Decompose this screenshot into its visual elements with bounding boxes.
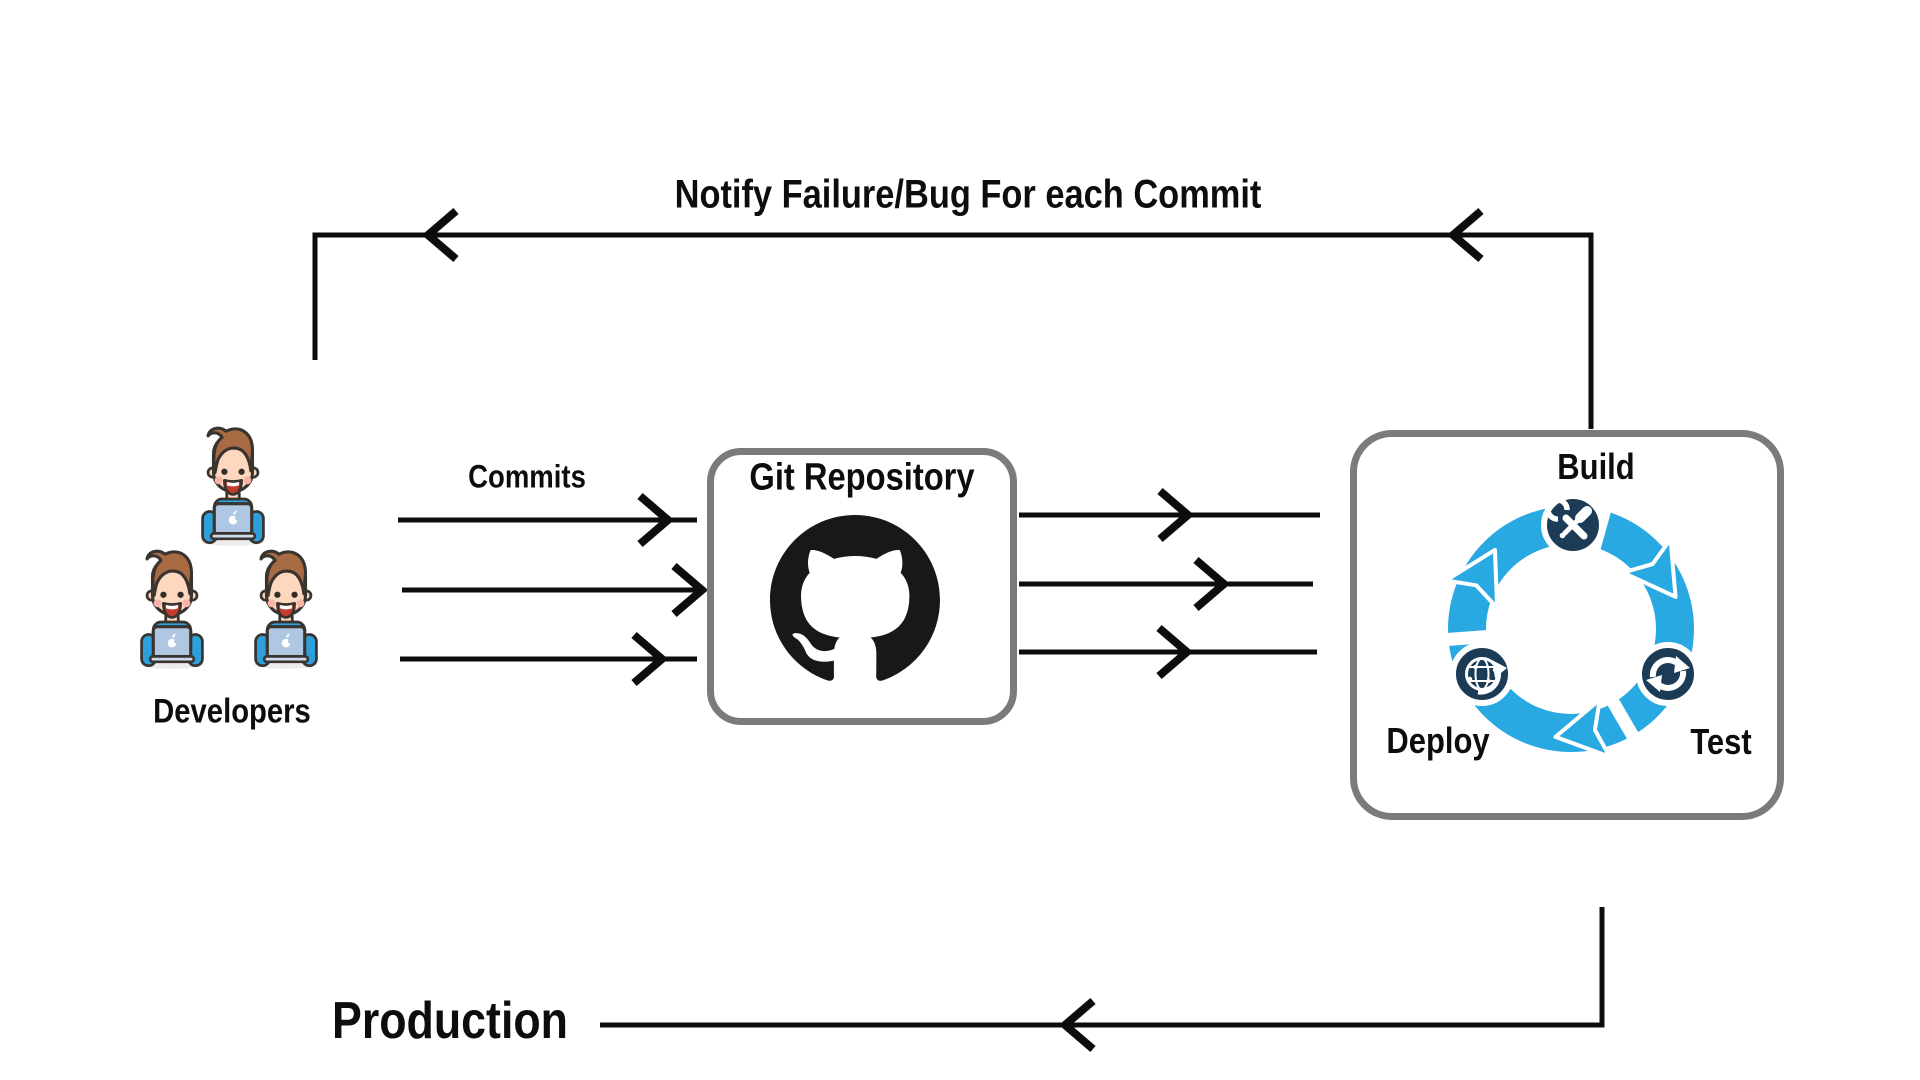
developer-avatar-icon (199, 426, 267, 546)
notify-label: Notify Failure/Bug For each Commit (674, 172, 1262, 217)
cicd-box (1350, 430, 1784, 820)
deploy-stage-circle (1450, 642, 1514, 706)
git-repository-label: Git Repository (749, 456, 975, 499)
cycle-arrow-icon (1443, 547, 1500, 610)
developer-avatar-icon (252, 549, 320, 669)
deploy-globe-icon (1465, 657, 1507, 695)
arrowhead-left-icon (421, 207, 459, 263)
cicd-cycle (1439, 493, 1700, 759)
developers-group (138, 426, 320, 669)
deploy-label: Deploy (1386, 720, 1490, 761)
commit-arrows (398, 492, 709, 687)
test-stage-circle (1636, 642, 1700, 706)
developer-avatar-icon (138, 549, 206, 669)
production-label: Production (331, 992, 569, 1050)
arrowhead-right-icon (1193, 556, 1231, 612)
test-label: Test (1690, 721, 1752, 762)
arrowhead-right-icon (637, 492, 675, 548)
git-repository-box (707, 448, 1017, 725)
build-wrench-screwdriver-icon (1545, 497, 1592, 540)
notify-feedback-arrow (312, 207, 1594, 429)
pipeline-arrows (1019, 487, 1320, 680)
github-logo-icon (770, 515, 940, 681)
arrowhead-right-icon (1156, 624, 1194, 680)
arrowhead-right-icon (671, 562, 709, 618)
commits-label: Commits (468, 458, 586, 495)
arrowhead-left-icon (1446, 207, 1484, 263)
test-sync-icon (1646, 656, 1690, 692)
production-arrow (600, 907, 1605, 1053)
build-label: Build (1557, 446, 1635, 487)
developers-label: Developers (153, 692, 311, 731)
cycle-arrow-icon (1621, 537, 1678, 599)
arrowhead-left-icon (1058, 997, 1096, 1053)
cycle-arrow-icon (1553, 697, 1612, 759)
arrowhead-right-icon (1157, 487, 1195, 543)
arrowhead-right-icon (631, 631, 669, 687)
